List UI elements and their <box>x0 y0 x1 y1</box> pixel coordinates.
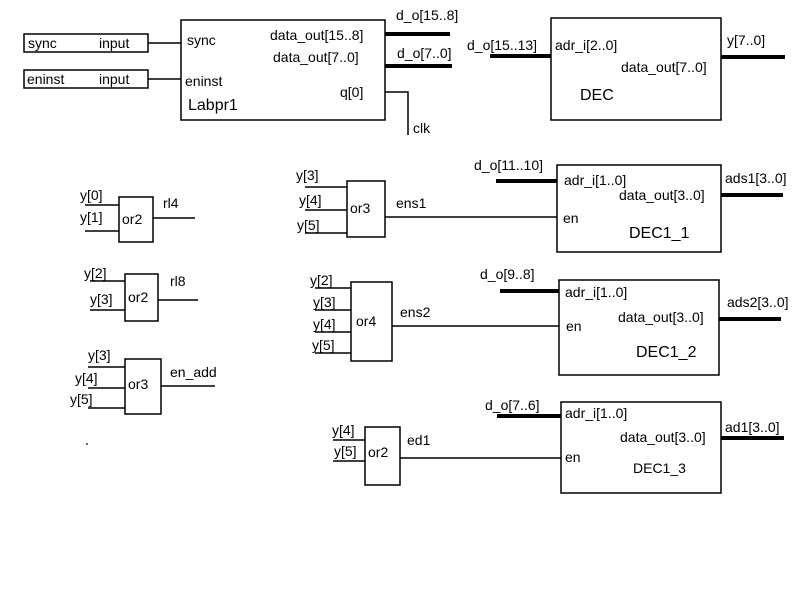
d-o-hi-bus: d_o[15..8] <box>385 7 458 36</box>
gate-input-label: y[3] <box>88 347 111 363</box>
labpr1-pin-data-lo: data_out[7..0] <box>273 49 359 65</box>
ads2-bus: ads2[3..0] <box>719 294 789 321</box>
or3-gate-en-add[interactable]: y[3] y[4] y[5] or3 en_add <box>70 347 217 415</box>
labpr1-pin-sync: sync <box>187 32 216 48</box>
d-o-9-8-label: d_o[9..8] <box>480 266 535 282</box>
gate-input-label: y[4] <box>75 370 98 386</box>
dec-pin-out: data_out[7..0] <box>621 59 707 75</box>
clk-wire: clk <box>385 91 431 136</box>
ens1-label: ens1 <box>396 195 427 211</box>
ads1-label: ads1[3..0] <box>725 170 787 186</box>
or2-gate-ed1[interactable]: y[4] y[5] or2 ed1 <box>332 422 561 486</box>
dec1-1-pin-en: en <box>563 210 579 226</box>
dec-title: DEC <box>580 87 614 104</box>
gate-input-label: y[5] <box>334 443 357 459</box>
gate-type-label: or3 <box>350 200 370 216</box>
ads2-label: ads2[3..0] <box>727 294 789 310</box>
gate-type-label: or4 <box>356 313 376 329</box>
dec1-1-block[interactable]: adr_i[1..0] data_out[3..0] en DEC1_1 <box>556 164 722 253</box>
dec1-2-pin-out: data_out[3..0] <box>618 309 704 325</box>
gate-input-label: y[2] <box>84 265 107 281</box>
gate-input-label: y[2] <box>310 272 333 288</box>
rl8-label: rl8 <box>170 273 186 289</box>
dec1-3-block[interactable]: adr_i[1..0] data_out[3..0] en DEC1_3 <box>560 401 722 494</box>
gate-input-label: y[3] <box>313 294 336 310</box>
d-o-15-13-label: d_o[15..13] <box>467 37 537 53</box>
dec-block[interactable]: adr_i[2..0] data_out[7..0] DEC <box>550 17 722 121</box>
dec1-1-pin-out: data_out[3..0] <box>619 187 705 203</box>
d-o-15-13-bus: d_o[15..13] <box>467 37 551 58</box>
eninst-port-type: input <box>99 71 129 87</box>
sync-port-type: input <box>99 35 129 51</box>
or2-gate-rl4[interactable]: y[0] y[1] or2 rl4 <box>80 187 195 243</box>
gate-input-label: y[0] <box>80 187 103 203</box>
or4-gate-ens2[interactable]: y[2] y[3] y[4] y[5] or4 ens2 <box>310 272 559 362</box>
labpr1-block[interactable]: sync eninst Labpr1 data_out[15..8] data_… <box>180 19 386 121</box>
labpr1-pin-data-hi: data_out[15..8] <box>270 27 363 43</box>
gate-type-label: or2 <box>122 211 142 227</box>
sync-port-name: sync <box>28 35 57 51</box>
eninst-input-port[interactable]: eninst input <box>23 69 181 89</box>
eninst-port-name: eninst <box>27 71 64 87</box>
dec1-2-pin-en: en <box>566 318 582 334</box>
or2-gate-rl8[interactable]: y[2] y[3] or2 rl8 <box>84 265 198 322</box>
dec1-2-block[interactable]: adr_i[1..0] data_out[3..0] en DEC1_2 <box>558 279 720 376</box>
ads1-bus: ads1[3..0] <box>721 170 787 197</box>
dec1-2-title: DEC1_2 <box>636 344 697 361</box>
dec1-3-pin-out: data_out[3..0] <box>620 429 706 445</box>
gate-input-label: y[3] <box>90 291 113 307</box>
clk-label: clk <box>413 120 431 136</box>
dec1-2-pin-in: adr_i[1..0] <box>565 284 627 300</box>
gate-input-label: y[5] <box>297 217 320 233</box>
gate-input-label: y[5] <box>70 391 93 407</box>
ad1-bus: ad1[3..0] <box>721 419 784 440</box>
dec1-1-title: DEC1_1 <box>629 225 690 242</box>
stray-dot <box>86 443 88 445</box>
ad1-label: ad1[3..0] <box>725 419 780 435</box>
labpr1-pin-q: q[0] <box>340 84 363 100</box>
en-add-label: en_add <box>170 364 217 380</box>
gate-input-label: y[4] <box>299 192 322 208</box>
gate-input-label: y[5] <box>312 337 335 353</box>
gate-type-label: or3 <box>128 376 148 392</box>
d-o-lo-bus: d_o[7..0] <box>385 45 452 68</box>
gate-type-label: or2 <box>368 444 388 460</box>
dec1-3-pin-in: adr_i[1..0] <box>565 405 627 421</box>
gate-input-label: y[4] <box>313 316 336 332</box>
dec1-3-pin-en: en <box>565 449 581 465</box>
d-o-9-8-bus: d_o[9..8] <box>480 266 559 293</box>
dec1-3-title: DEC1_3 <box>633 460 686 476</box>
y-out-bus: y[7..0] <box>721 32 785 59</box>
gate-type-label: or2 <box>128 289 148 305</box>
dec1-1-pin-in: adr_i[1..0] <box>564 172 626 188</box>
gate-input-label: y[3] <box>296 167 319 183</box>
d-o-lo-label: d_o[7..0] <box>397 45 452 61</box>
rl4-label: rl4 <box>163 195 179 211</box>
dec-pin-in: adr_i[2..0] <box>555 37 617 53</box>
ed1-label: ed1 <box>407 432 431 448</box>
labpr1-pin-eninst: eninst <box>185 73 222 89</box>
d-o-11-10-label: d_o[11..10] <box>474 157 543 173</box>
gate-input-label: y[4] <box>332 422 355 438</box>
d-o-7-6-bus: d_o[7..6] <box>485 397 561 418</box>
labpr1-title: Labpr1 <box>188 97 238 114</box>
d-o-11-10-bus: d_o[11..10] <box>474 157 557 183</box>
sync-input-port[interactable]: sync input <box>23 33 181 53</box>
y-out-label: y[7..0] <box>727 32 765 48</box>
or3-gate-ens1[interactable]: y[3] y[4] y[5] or3 ens1 <box>296 167 557 238</box>
gate-input-label: y[1] <box>80 209 103 225</box>
ens2-label: ens2 <box>400 304 431 320</box>
d-o-7-6-label: d_o[7..6] <box>485 397 540 413</box>
d-o-hi-label: d_o[15..8] <box>396 7 458 23</box>
